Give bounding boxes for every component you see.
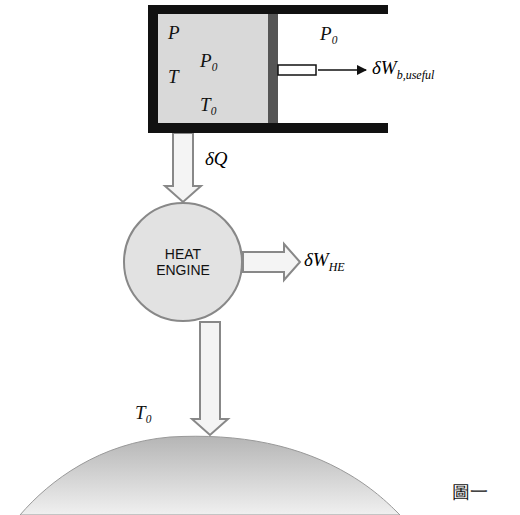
state-symbol: P [168,23,180,44]
state-symbol: P₀ [200,51,218,72]
work-subscript: b,useful [397,68,435,82]
state-symbol: T [168,67,179,88]
heat-engine-circle: HEAT ENGINE [123,202,243,322]
work-subscript: HE [329,260,345,274]
piston-cylinder: P P₀ T T₀ [148,5,388,133]
pressure-label: P₀ [320,24,338,45]
work-symbol: δW [304,249,329,270]
state-symbol: T₀ [200,95,217,116]
figure-number: 圖一 [452,480,488,504]
work-symbol: δW [372,57,397,78]
ground-reservoir: T₀ [20,435,400,515]
useful-work-label: δWb,useful [372,58,434,79]
work-arrow [318,69,366,71]
heat-flow-arrow [192,322,228,435]
engine-work-label: δWHE [304,250,345,271]
state-symbol: T₀ [135,403,152,424]
heat-flow-arrow [165,133,201,202]
piston-cylinder-outline [148,5,388,133]
heat-label: δQ [203,149,230,170]
ground-reservoir-outline [20,435,400,515]
work-block-arrow [243,244,300,280]
engine-name: HEAT ENGINE [141,246,225,278]
